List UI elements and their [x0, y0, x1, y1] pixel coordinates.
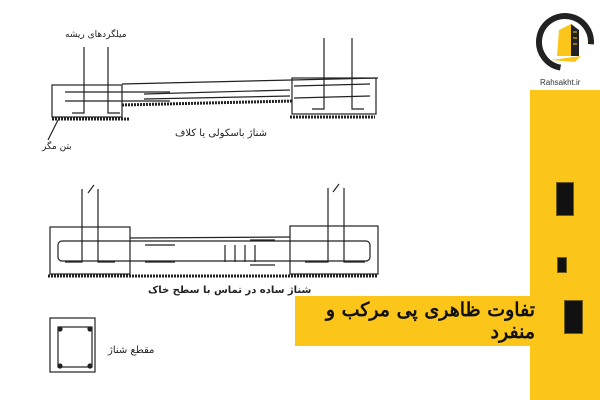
- top-diagram-caption: شناژ باسکولی یا کلاف: [175, 128, 268, 139]
- building-circle-logo-icon: [536, 13, 594, 71]
- section-caption: مقطع شناژ: [108, 345, 155, 356]
- logo-text: Rahsakht.ir: [540, 78, 581, 87]
- decor-block-3: [564, 300, 583, 334]
- lean-concrete-label: بتن مگر: [42, 142, 72, 152]
- title-banner: تفاوت ظاهری پی مرکب و منفرد: [295, 296, 535, 346]
- decor-block-1: [556, 182, 574, 216]
- middle-diagram-caption: شناژ ساده در تماس با سطح خاک: [148, 285, 312, 296]
- decor-block-2: [557, 257, 567, 273]
- rebar-label: میلگردهای ریشه: [65, 30, 127, 40]
- yellow-side-panel: [530, 90, 600, 400]
- page-title: تفاوت ظاهری پی مرکب و منفرد: [325, 299, 535, 343]
